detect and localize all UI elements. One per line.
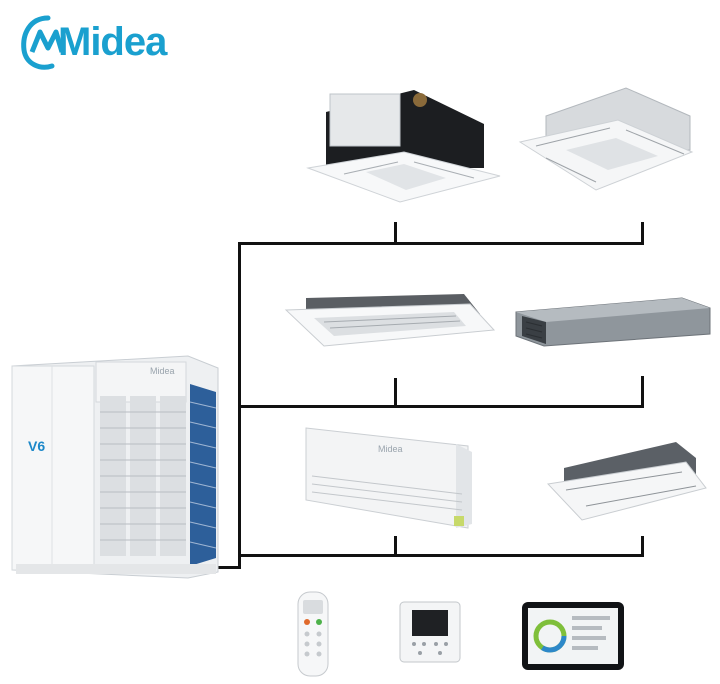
outdoor-connector: [218, 566, 241, 569]
midea-logo: Midea: [18, 12, 188, 74]
ceiling-floor-brand-label: Midea: [378, 444, 403, 454]
row1-line: [238, 242, 644, 245]
row3-line: [238, 554, 644, 557]
touch-screen-controller: [520, 600, 626, 672]
outdoor-vrf-unit: V6 Midea: [8, 352, 220, 580]
one-way-cassette-unit: [284, 290, 496, 352]
row1-drop-left: [394, 222, 397, 244]
ducted-unit: [512, 290, 712, 356]
row1-drop-right: [641, 222, 644, 244]
four-way-cassette-unit: [516, 82, 696, 200]
midea-swoosh-icon: [21, 15, 65, 70]
row3-drop-left: [394, 536, 397, 556]
outdoor-brand-label: Midea: [150, 366, 175, 376]
four-way-cassette-open-unit: [304, 84, 504, 212]
row2-line: [238, 405, 644, 408]
two-way-cassette-unit: [546, 438, 708, 524]
row3-drop-right: [641, 536, 644, 556]
row2-drop-right: [641, 376, 644, 407]
remote-control: [296, 590, 330, 678]
wired-controller: [398, 600, 462, 664]
ceiling-floor-unit: Midea: [302, 424, 474, 530]
brand-name: Midea: [58, 20, 167, 64]
row2-drop-left: [394, 378, 397, 407]
model-badge: V6: [28, 438, 46, 454]
